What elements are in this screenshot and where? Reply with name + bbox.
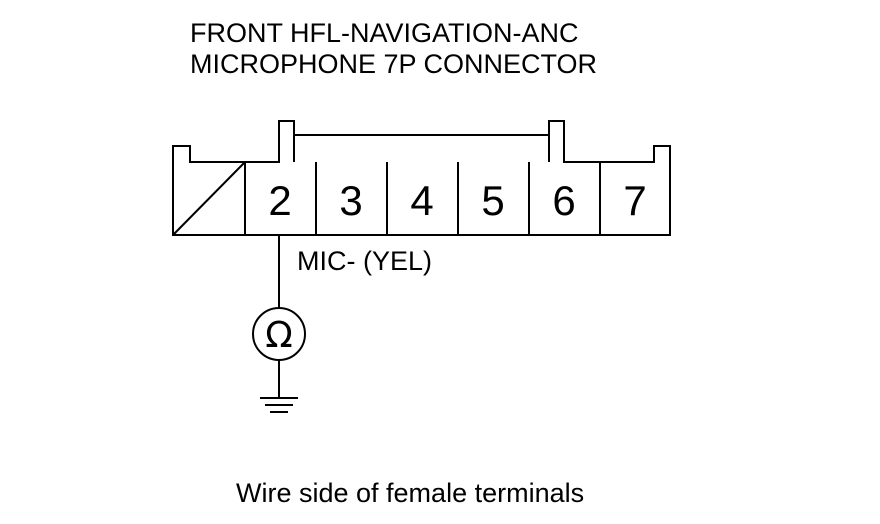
connector-title-line2: MICROPHONE 7P CONNECTOR	[190, 49, 597, 79]
pin-number: 5	[481, 177, 504, 224]
pin-number: 6	[552, 177, 575, 224]
connector-title-line1: FRONT HFL-NAVIGATION-ANC	[190, 18, 579, 48]
pin-number: 2	[268, 177, 291, 224]
blank-cavity-slash-icon	[172, 161, 246, 236]
pin-number: 4	[410, 177, 433, 224]
wire-label: MIC- (YEL)	[297, 246, 432, 276]
ground-icon	[260, 397, 298, 413]
ohm-symbol: Ω	[265, 315, 293, 356]
pin-number: 7	[623, 177, 646, 224]
pin-number: 3	[339, 177, 362, 224]
diagram-caption: Wire side of female terminals	[236, 478, 584, 508]
